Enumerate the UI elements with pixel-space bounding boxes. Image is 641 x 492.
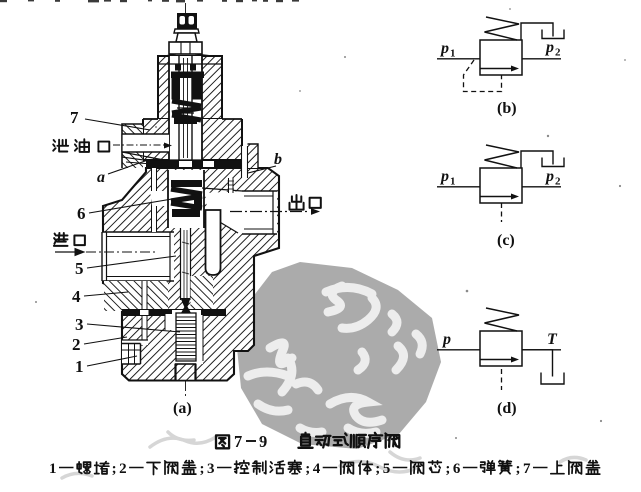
svg-text:7: 7 <box>523 461 531 477</box>
svg-text:;: ; <box>516 461 521 477</box>
svg-text:(c): (c) <box>497 232 515 249</box>
svg-text:7: 7 <box>234 432 242 451</box>
svg-text:3: 3 <box>75 315 84 334</box>
svg-text:;: ; <box>305 461 310 477</box>
svg-text:;: ; <box>200 461 205 477</box>
svg-text:2: 2 <box>555 47 561 59</box>
svg-text:;: ; <box>112 461 117 477</box>
svg-text:p: p <box>544 39 554 56</box>
svg-text:p: p <box>439 168 449 185</box>
svg-text:9: 9 <box>259 432 267 451</box>
svg-text:7: 7 <box>70 108 79 127</box>
svg-text:p: p <box>441 331 451 348</box>
svg-text:1: 1 <box>450 176 456 188</box>
svg-text:;: ; <box>445 461 450 477</box>
svg-text:6: 6 <box>453 461 461 477</box>
svg-text:5: 5 <box>383 461 391 477</box>
svg-text:p: p <box>439 40 449 57</box>
svg-text:3: 3 <box>207 461 215 477</box>
svg-text:(a): (a) <box>173 400 192 417</box>
svg-text:(b): (b) <box>497 100 517 117</box>
svg-text:;: ; <box>375 461 380 477</box>
svg-text:4: 4 <box>72 287 81 306</box>
svg-text:b: b <box>274 151 282 168</box>
svg-text:(d): (d) <box>497 400 517 417</box>
svg-text:6: 6 <box>77 204 86 223</box>
svg-text:p: p <box>544 168 554 185</box>
svg-text:4: 4 <box>313 461 321 477</box>
svg-text:2: 2 <box>72 335 81 354</box>
svg-text:2: 2 <box>119 461 127 477</box>
svg-text:a: a <box>97 169 105 186</box>
svg-text:5: 5 <box>75 259 84 278</box>
svg-text:1: 1 <box>450 48 456 60</box>
svg-text:T: T <box>547 331 558 348</box>
svg-text:1: 1 <box>75 357 84 376</box>
svg-text:1: 1 <box>49 461 57 477</box>
svg-text:2: 2 <box>555 176 561 188</box>
